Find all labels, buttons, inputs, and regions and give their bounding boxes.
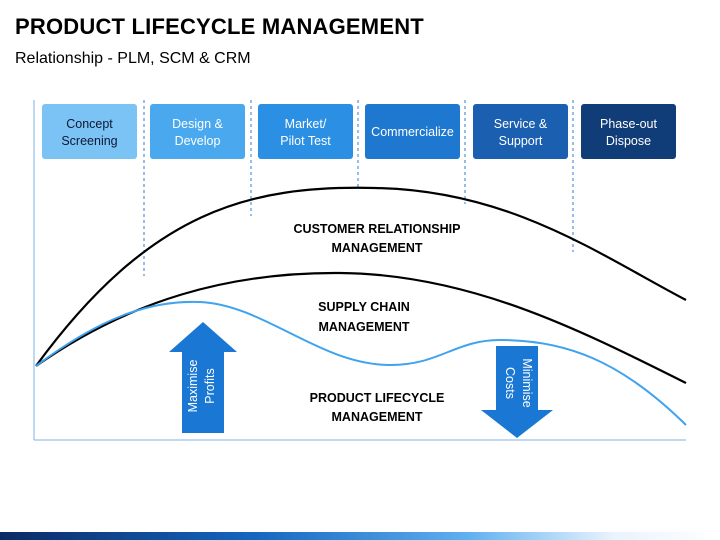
phase-label-line2: Screening [61, 134, 117, 148]
phase-box-service-support: Service & Support [473, 104, 568, 159]
phase-label-line1: Design & [172, 117, 223, 131]
up-arrow-label-line1: Maximise [186, 360, 200, 413]
scm-label-line2: MANAGEMENT [319, 320, 410, 334]
phase-label-line1: Commercialize [371, 125, 454, 139]
minimise-costs-arrow: Minimise Costs [481, 346, 553, 438]
footer-gradient-bar [0, 532, 720, 540]
down-arrow-icon [481, 346, 553, 438]
phase-label-line1: Service & [494, 117, 548, 131]
scm-label-line1: SUPPLY CHAIN [318, 300, 410, 314]
page-title: PRODUCT LIFECYCLE MANAGEMENT [15, 14, 424, 39]
down-arrow-label-line1: Minimise [520, 358, 534, 407]
phase-box-bg [42, 104, 137, 159]
plm-label-line2: MANAGEMENT [332, 410, 423, 424]
phase-box-design-develop: Design & Develop [150, 104, 245, 159]
phase-box-bg [258, 104, 353, 159]
phase-box-bg [150, 104, 245, 159]
page-subtitle: Relationship - PLM, SCM & CRM [15, 50, 251, 67]
phase-label-line1: Market/ [285, 117, 327, 131]
phase-box-bg [581, 104, 676, 159]
crm-label-line2: MANAGEMENT [332, 241, 423, 255]
crm-curve [35, 186, 687, 367]
phase-label-line2: Pilot Test [280, 134, 331, 148]
phase-label-line2: Dispose [606, 134, 651, 148]
phase-box-phase-out-dispose: Phase-out Dispose [581, 104, 676, 159]
plm-curve [35, 300, 687, 426]
phase-box-market-pilot-test: Market/ Pilot Test [258, 104, 353, 159]
plm-label-line1: PRODUCT LIFECYCLE [310, 391, 445, 405]
down-arrow-label-line2: Costs [503, 367, 517, 399]
up-arrow-label-line2: Profits [203, 368, 217, 403]
phase-box-bg [473, 104, 568, 159]
up-arrow-icon [169, 322, 237, 433]
crm-label-line1: CUSTOMER RELATIONSHIP [294, 222, 461, 236]
phase-label-line1: Concept [66, 117, 113, 131]
phase-label-line2: Develop [175, 134, 221, 148]
phase-box-concept-screening: Concept Screening [42, 104, 137, 159]
maximise-profits-arrow: Maximise Profits [169, 322, 237, 433]
phase-label-line1: Phase-out [600, 117, 658, 131]
phase-box-commercialize: Commercialize [365, 104, 460, 159]
phase-box-bg [365, 104, 460, 159]
phase-separators [143, 100, 574, 276]
phase-label-line2: Support [499, 134, 543, 148]
phase-boxes: Concept Screening Design & Develop Marke… [42, 104, 676, 159]
